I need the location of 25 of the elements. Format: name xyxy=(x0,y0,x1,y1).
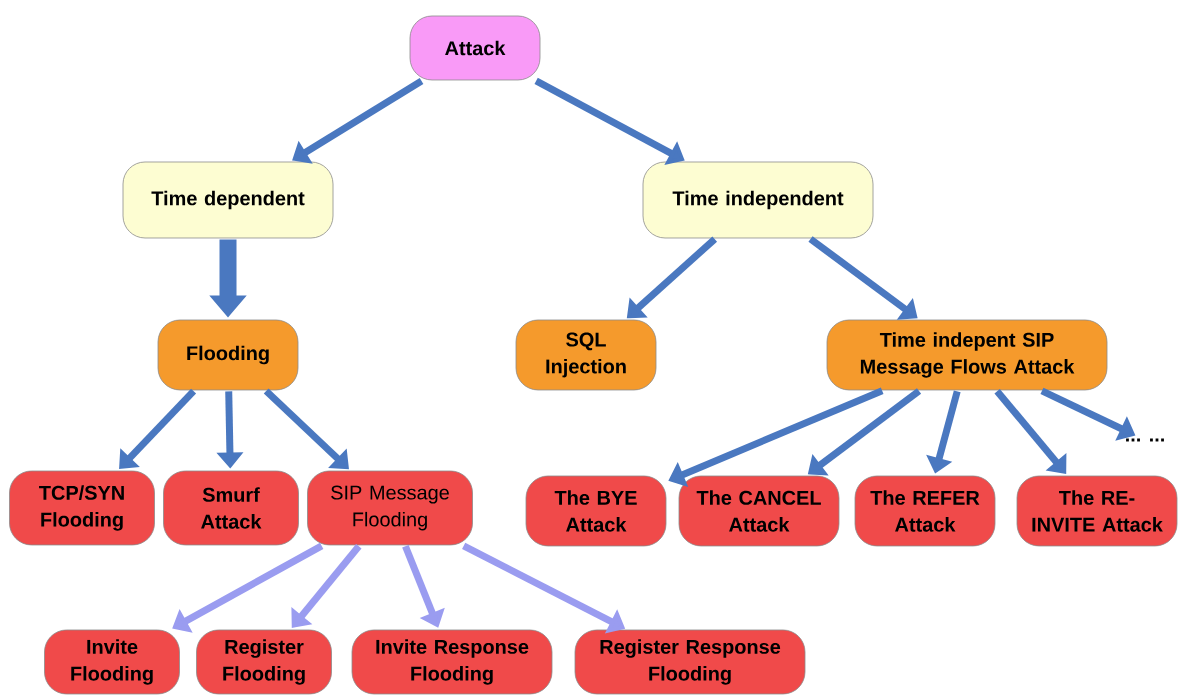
process-box: Register Flooding xyxy=(196,629,332,695)
arrow xyxy=(534,77,685,165)
process-box: Time dependent xyxy=(122,161,334,239)
process-box: SQL Injection xyxy=(515,319,657,391)
arrow xyxy=(291,543,362,628)
process-box: The RE-INVITE Attack xyxy=(1016,475,1178,547)
process-box: Register Response Flooding xyxy=(574,629,806,695)
ellipsis-text: ... ... xyxy=(1126,438,1164,442)
process-box: The BYE Attack xyxy=(525,475,667,547)
arrow xyxy=(263,388,349,470)
process-box: Invite Flooding xyxy=(44,629,180,695)
arrow xyxy=(172,542,324,633)
process-box: SIP Message Flooding xyxy=(307,470,473,546)
process-box: Smurf Attack xyxy=(163,470,299,546)
process-box: The REFER Attack xyxy=(854,475,996,547)
process-box: Flooding xyxy=(157,319,299,391)
process-box: Attack xyxy=(409,15,541,81)
arrow xyxy=(994,388,1067,474)
process-box: TCP/SYN Flooding xyxy=(9,470,155,546)
arrow xyxy=(808,236,918,320)
process-box: Invite Response Flooding xyxy=(351,629,553,695)
arrow xyxy=(292,77,424,164)
process-box: The CANCEL Attack xyxy=(678,475,840,547)
process-box: Time independent xyxy=(642,161,874,239)
process-box: Time indepent SIP Message Flows Attack xyxy=(826,319,1108,391)
